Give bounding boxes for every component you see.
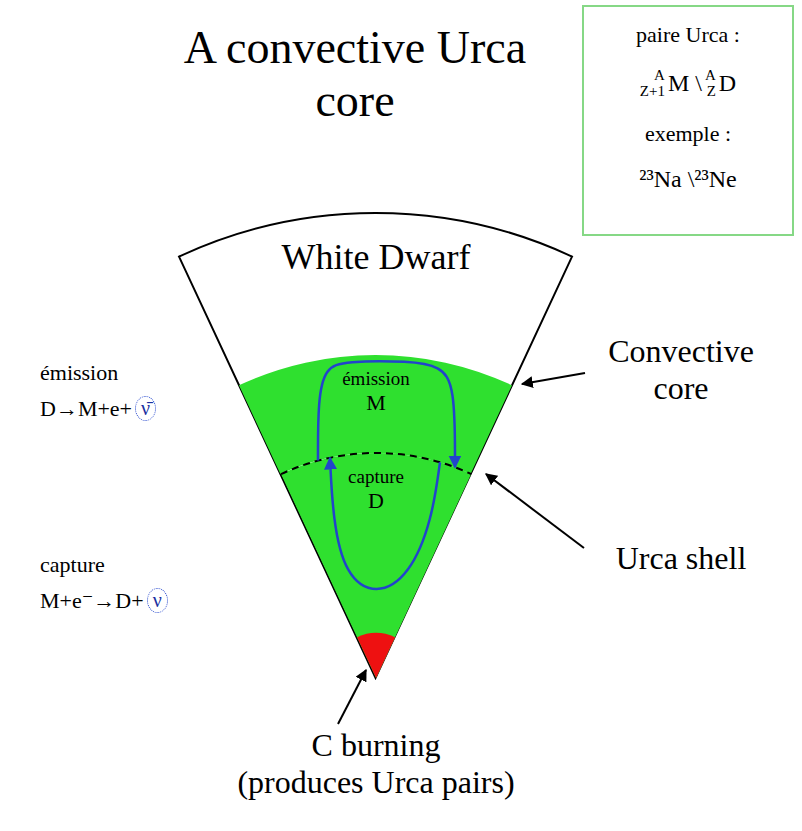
box-text: D xyxy=(719,70,736,96)
region-group xyxy=(281,453,471,678)
region-text: émission xyxy=(239,368,512,390)
star-wedge: White Dwarf émissionMcaptureD xyxy=(179,213,572,678)
convective-region: captureD xyxy=(281,453,471,678)
box-row: ²³Na \²³Ne xyxy=(584,167,792,192)
script-stack: AZ+1 xyxy=(640,68,665,100)
convective-fill xyxy=(281,453,471,678)
label-holder: C burning xyxy=(226,727,526,764)
annotation-label: C burning xyxy=(226,727,526,764)
label-holder: ν̄ xyxy=(135,396,156,421)
neutrino-symbol: ν xyxy=(147,588,168,613)
region-text: White Dwarf xyxy=(179,237,572,278)
box-text: paire Urca : xyxy=(636,23,740,46)
region-text: D xyxy=(281,488,471,513)
region-text: M xyxy=(239,390,512,415)
legend-box: paire Urca :AZ+1M \AZDexemple :²³Na \²³N… xyxy=(582,5,794,236)
box-text: A xyxy=(654,68,665,84)
diagram-title: A convective Urca core xyxy=(180,22,530,128)
annotation-label: D→M+e+ xyxy=(40,396,132,421)
box-text: Z xyxy=(707,84,716,100)
box-row: exemple : xyxy=(584,122,792,145)
box-row: paire Urca : xyxy=(584,23,792,46)
symbol-slot: M \ xyxy=(668,71,702,96)
label-holder: (produces Urca pairs) xyxy=(166,764,586,801)
leader-line xyxy=(338,670,366,724)
script-stack: AZ xyxy=(705,68,716,100)
annotation-label: capture xyxy=(40,552,105,577)
box-text: exemple : xyxy=(645,122,731,145)
flow-arrow xyxy=(330,458,440,589)
label-holder: émission xyxy=(40,360,118,385)
annotation-label: Convective core xyxy=(586,333,776,407)
box-text: ²³Na \²³Ne xyxy=(639,167,736,192)
label-holder: capture xyxy=(40,552,105,577)
region-group xyxy=(179,213,572,678)
flow-arrow xyxy=(318,361,455,467)
annotation-label: M+e⁻→D+ xyxy=(40,588,144,613)
title-holder: A convective Urca core xyxy=(180,22,530,128)
carbon-burning-core xyxy=(357,633,395,678)
leader-line xyxy=(486,474,584,548)
label-holder: ν xyxy=(147,588,168,613)
box-text: A xyxy=(705,68,716,84)
annotation-label: Urca shell xyxy=(586,540,776,577)
box-text: Z+1 xyxy=(640,84,665,100)
label-holder: Convective core xyxy=(586,333,776,407)
region-text: capture xyxy=(281,466,471,488)
annotation-label: émission xyxy=(40,360,118,385)
label-holder: D→M+e+ xyxy=(40,396,132,421)
white-dwarf-outline xyxy=(179,213,572,678)
symbol-slot: D xyxy=(719,71,736,96)
label-holder: Urca shell xyxy=(586,540,776,577)
neutrino-symbol: ν̄ xyxy=(135,396,156,421)
label-holder: M+e⁻→D+ xyxy=(40,588,144,613)
box-row: AZ+1M \AZD xyxy=(584,68,792,100)
box-text: M \ xyxy=(668,70,702,96)
leader-line xyxy=(522,373,585,384)
annotation-label: (produces Urca pairs) xyxy=(166,764,586,801)
